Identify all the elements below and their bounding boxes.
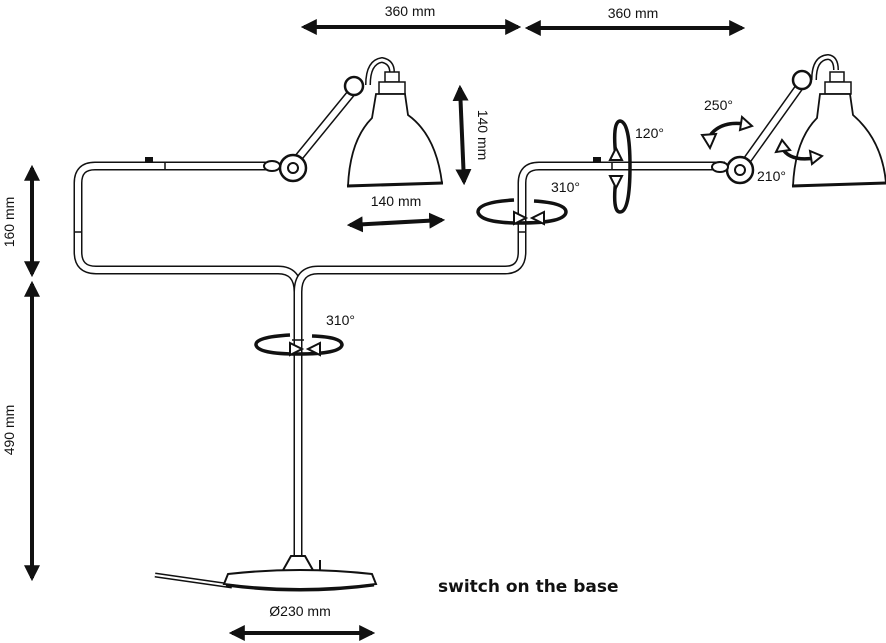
label-stem-height: 490 mm [1,405,17,456]
rotation-joint-shade-icon [774,138,824,166]
right-shade [711,53,886,188]
left-shade [263,56,444,188]
label-arm-left: 360 mm [385,3,436,19]
label-shade-width: 140 mm [371,193,422,209]
label-rot-arm-axis: 120° [635,125,664,141]
label-arm-right: 360 mm [608,5,659,21]
rotation-stem-icon [254,333,344,357]
label-rot-joint-shade: 210° [757,168,786,184]
dim-arrow-shade-height [452,84,472,186]
label-rot-elbow: 310° [551,179,580,195]
lamp-base [222,555,378,592]
label-upper-height: 160 mm [1,197,17,248]
rotation-joint-upper-icon [700,115,754,151]
switch-note: switch on the base [438,577,619,597]
lamp-frame [73,157,725,556]
label-rot-joint-upper: 250° [704,97,733,113]
rotation-arm-axis-icon [608,119,632,214]
dim-arrow-shade-width [346,212,446,233]
rotation-elbow-icon [476,198,568,226]
label-rot-stem: 310° [326,312,355,328]
label-shade-height: 140 mm [475,110,491,161]
label-base-diameter: Ø230 mm [269,603,330,619]
